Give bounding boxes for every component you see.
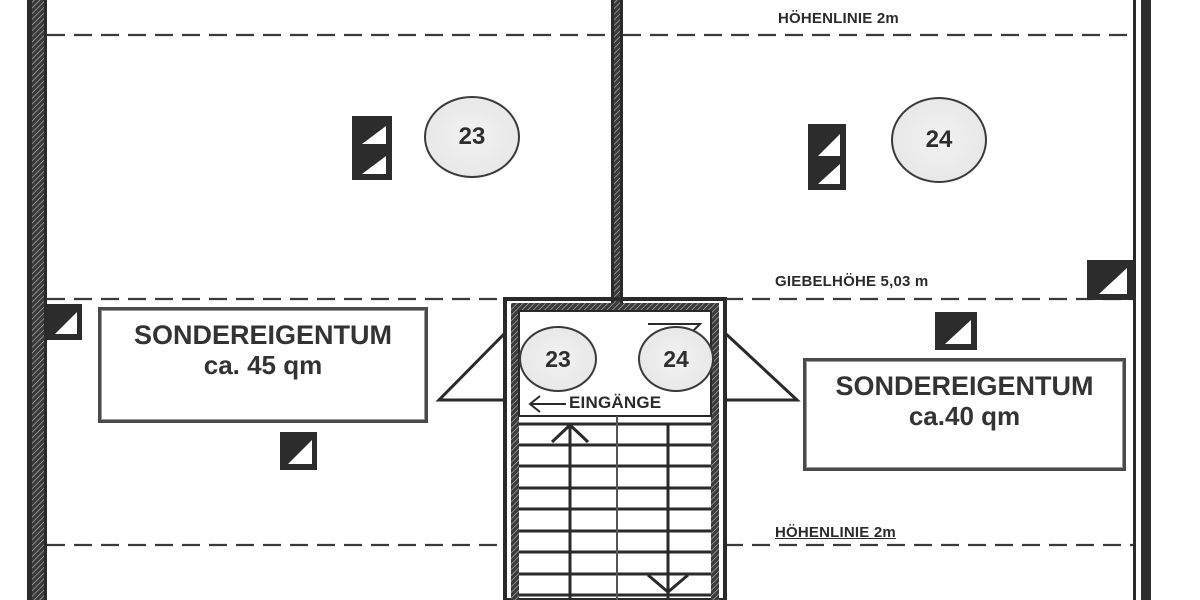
area-box-right: SONDEREIGENTUM ca.40 qm (803, 358, 1126, 471)
entrance-canopies (435, 331, 801, 402)
right-outer-wall (1133, 0, 1151, 600)
stairwell (503, 297, 727, 600)
gable-height-label: GIEBELHÖHE 5,03 m (775, 273, 929, 290)
entrances-label: EINGÄNGE (569, 393, 662, 412)
unit-24-marker: 24 (891, 97, 987, 183)
window-symbols (47, 116, 1133, 470)
contour-lines (47, 33, 1133, 547)
area-size-left: ca. 45 qm (203, 350, 323, 380)
center-partition-wall (611, 0, 623, 305)
contour-label-top: HÖHENLINIE 2m (778, 10, 899, 27)
stairwell-unit-24-marker: 24 (638, 326, 714, 392)
area-title-left: SONDEREIGENTUM (133, 320, 393, 350)
area-title-right: SONDEREIGENTUM (835, 371, 1094, 401)
left-outer-wall (27, 0, 47, 600)
stairwell-unit-23-marker: 23 (519, 326, 597, 392)
contour-label-bottom: HÖHENLINIE 2m (775, 524, 896, 541)
area-size-right: ca.40 qm (908, 401, 1021, 431)
area-box-left: SONDEREIGENTUM ca. 45 qm (98, 307, 428, 423)
unit-23-marker: 23 (424, 96, 520, 178)
